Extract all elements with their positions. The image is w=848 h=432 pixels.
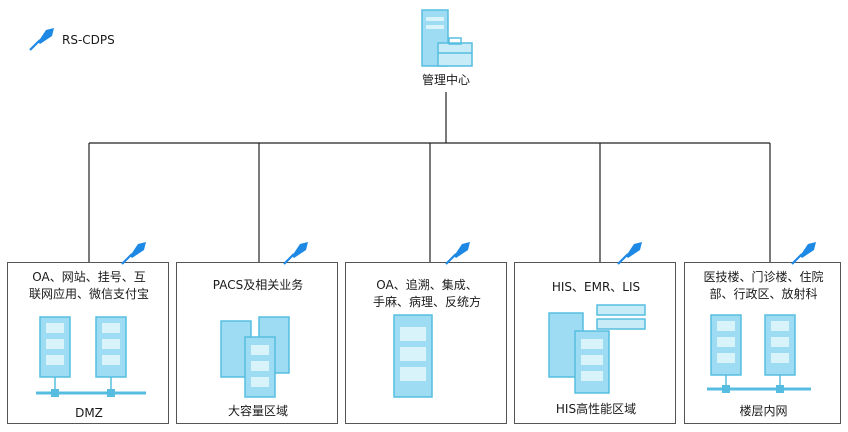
- server-cluster-icon: [548, 304, 646, 394]
- pin-icon: [791, 242, 816, 265]
- zone-his: HIS、EMR、LIS HIS高性能区域: [514, 262, 676, 424]
- server-pair-icon: [707, 314, 811, 393]
- zone-text-line1: OA、网站、挂号、互: [32, 270, 146, 284]
- pin-icon: [283, 242, 308, 265]
- zone-text-line2: 部、行政区、放射科: [709, 287, 818, 301]
- zone-footer: 楼层内网: [739, 404, 788, 418]
- pin-icon: [121, 242, 146, 265]
- zone-text-line1: OA、追溯、集成、: [376, 278, 478, 292]
- zone-text-line1: PACS及相关业务: [212, 278, 304, 292]
- legend-label: RS-CDPS: [62, 33, 115, 47]
- center-label: 管理中心: [421, 73, 470, 87]
- zone-footer: HIS高性能区域: [555, 402, 637, 416]
- pin-icon: [617, 242, 642, 265]
- zone-text-line2: 联网应用、微信支付宝: [28, 287, 149, 301]
- zone-dmz: OA、网站、挂号、互 联网应用、微信支付宝 DMZ: [7, 262, 169, 424]
- pin-icon: [29, 28, 54, 51]
- server-pair-icon: [36, 316, 146, 397]
- pin-icon: [445, 242, 470, 265]
- server-icon: [393, 314, 433, 398]
- zone-text-line1: 医技楼、门诊楼、住院: [703, 270, 824, 284]
- zone-text-line2: 手麻、病理、反统方: [372, 295, 481, 309]
- zone-oa: OA、追溯、集成、 手麻、病理、反统方: [345, 262, 507, 424]
- zone-footer: 大容量区域: [227, 404, 288, 418]
- zone-floor-intranet: 医技楼、门诊楼、住院 部、行政区、放射科 楼层内网: [684, 262, 841, 424]
- server-briefcase-icon: [421, 9, 473, 67]
- zone-text-line1: HIS、EMR、LIS: [551, 280, 641, 294]
- zone-footer: DMZ: [75, 406, 103, 420]
- zone-pacs: PACS及相关业务 大容量区域: [176, 262, 338, 424]
- server-cluster-icon: [220, 316, 290, 398]
